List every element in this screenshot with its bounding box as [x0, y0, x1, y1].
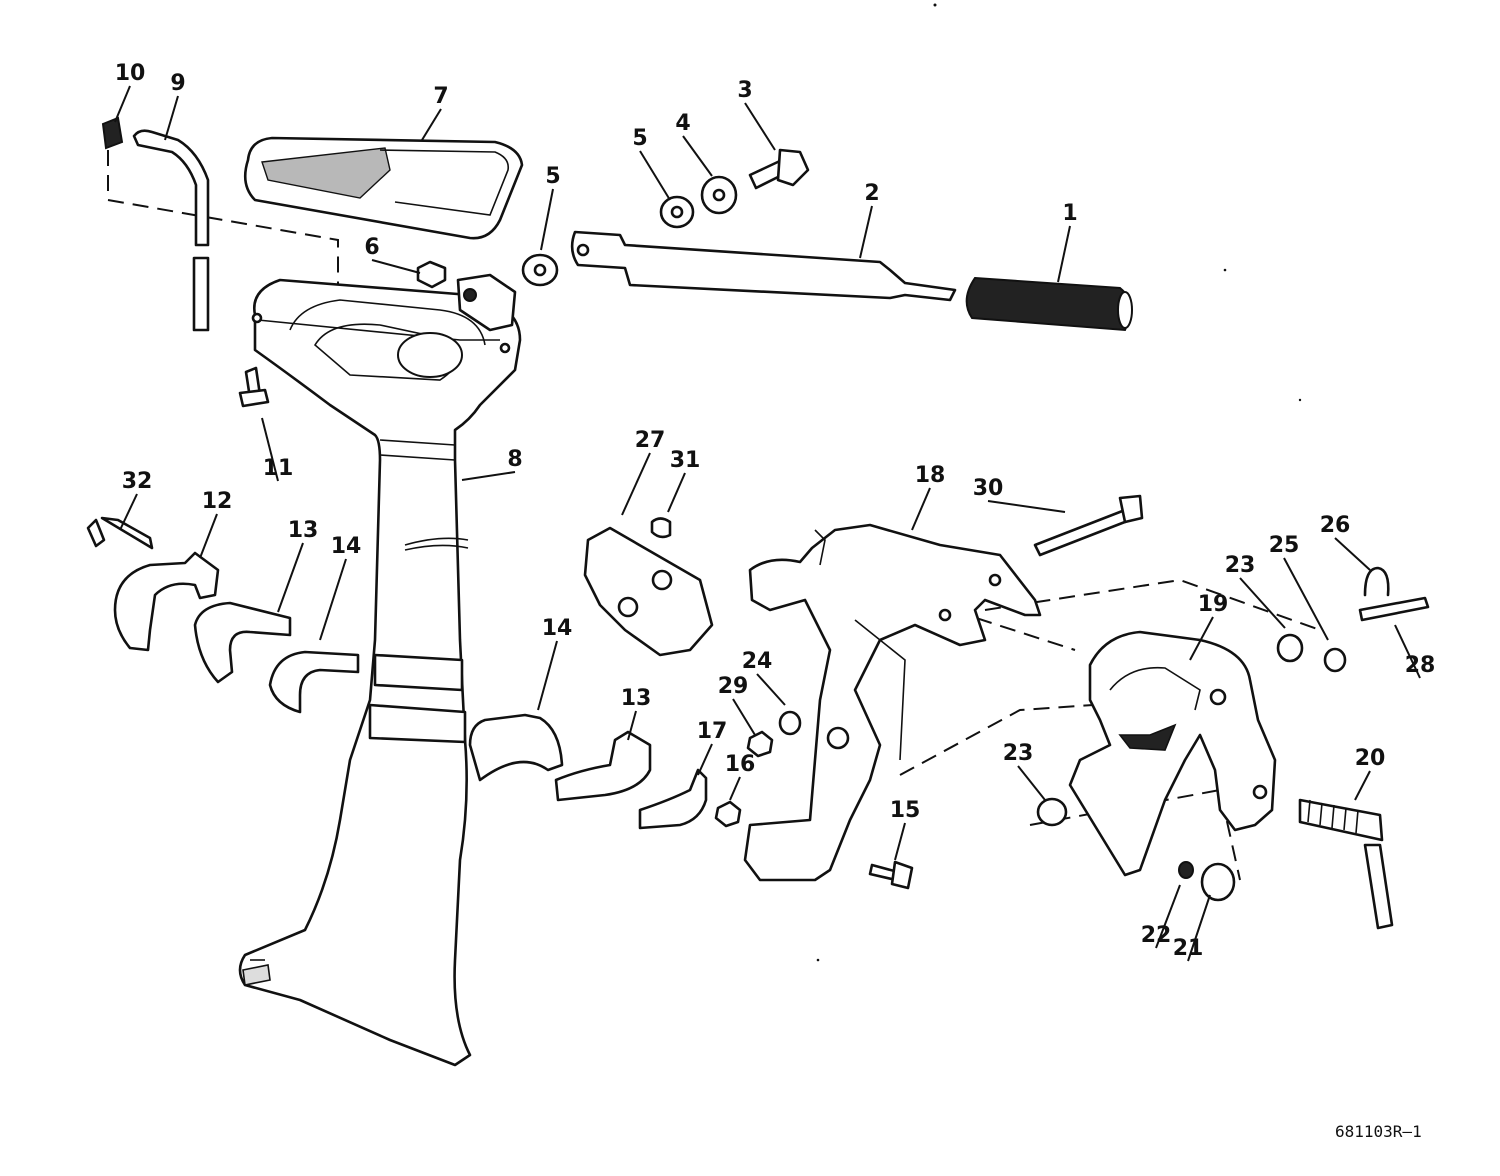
callout-5: 5: [632, 126, 647, 151]
callout-31: 31: [670, 448, 701, 473]
callout-7: 7: [433, 84, 448, 109]
callout-32: 32: [122, 469, 153, 494]
tube-and-fitting: [101, 116, 210, 332]
nut-6: [416, 260, 447, 289]
leader-16: [729, 776, 741, 801]
callout-23: 23: [1003, 741, 1034, 766]
tilt-pin-and-clip: [1358, 566, 1430, 622]
callout-14: 14: [542, 616, 573, 641]
stern-bracket: [743, 523, 1042, 882]
leader-1: [1057, 225, 1071, 283]
callout-15: 15: [890, 798, 921, 823]
callout-14: 14: [331, 534, 362, 559]
small-fasteners: [714, 710, 914, 890]
leader-4: [682, 135, 713, 177]
leader-17: [697, 743, 713, 776]
leader-29: [732, 698, 756, 736]
leader-7: [421, 108, 442, 141]
swivel-plate: [583, 517, 714, 657]
leader-23: [1017, 765, 1046, 801]
callout-19: 19: [1198, 592, 1229, 617]
leader-5: [540, 188, 554, 251]
left-clamps: [86, 516, 360, 714]
clamp-bracket: [1068, 630, 1277, 877]
leader-25: [1283, 557, 1329, 641]
callout-27: 27: [635, 428, 666, 453]
leader-11: [261, 417, 279, 482]
callout-labels: 1234556789101112131413141516171819202122…: [115, 61, 1436, 961]
callout-17: 17: [697, 719, 728, 744]
leader-22: [1155, 884, 1181, 949]
leader-23: [1239, 577, 1286, 629]
handle-grip: [965, 276, 1133, 332]
exhaust-housing: [238, 278, 522, 1067]
washers: [521, 175, 738, 287]
leader-13: [627, 710, 637, 741]
callout-3: 3: [737, 78, 752, 103]
callout-9: 9: [170, 71, 185, 96]
callout-10: 10: [115, 61, 146, 86]
leader-30: [987, 500, 1066, 513]
tiller-arm: [570, 230, 957, 302]
callout-2: 2: [864, 181, 879, 206]
callout-28: 28: [1405, 653, 1436, 678]
leader-9: [164, 95, 179, 141]
clamp-pads-and-washers: [1036, 633, 1347, 902]
gasket: [243, 136, 524, 240]
callout-23: 23: [1225, 553, 1256, 578]
leader-19: [1189, 616, 1214, 661]
callout-25: 25: [1269, 533, 1300, 558]
leader-14: [319, 558, 347, 641]
callout-13: 13: [621, 686, 652, 711]
callout-8: 8: [507, 447, 522, 472]
leader-13: [277, 542, 304, 613]
callout-26: 26: [1320, 513, 1351, 538]
leader-27: [621, 452, 651, 516]
leader-8: [461, 471, 516, 481]
callout-6: 6: [364, 235, 379, 260]
leader-10: [114, 85, 131, 123]
leader-24: [756, 673, 786, 706]
callout-18: 18: [915, 463, 946, 488]
leader-15: [894, 822, 906, 861]
throttle-bracket: [456, 273, 517, 332]
leader-3: [744, 102, 776, 151]
leader-6: [371, 259, 421, 274]
callout-24: 24: [742, 649, 773, 674]
callout-29: 29: [718, 674, 749, 699]
leader-12: [199, 513, 218, 559]
callout-5: 5: [545, 164, 560, 189]
callout-leaders: [114, 85, 1421, 962]
callout-1: 1: [1062, 201, 1077, 226]
leader-20: [1354, 770, 1371, 801]
through-bolt: [1033, 494, 1144, 557]
leader-18: [911, 487, 931, 531]
callout-30: 30: [973, 476, 1004, 501]
leader-14: [537, 640, 558, 711]
callout-13: 13: [288, 518, 319, 543]
callout-20: 20: [1355, 746, 1386, 771]
leader-26: [1334, 537, 1371, 571]
scan-specks: [816, 3, 1302, 962]
leader-21: [1187, 894, 1211, 962]
callout-21: 21: [1173, 936, 1204, 961]
callout-16: 16: [725, 752, 756, 777]
center-clamps: [468, 713, 708, 830]
drawing-number: 681103R–1: [1335, 1122, 1422, 1141]
bolt-3: [748, 148, 810, 190]
callout-12: 12: [202, 489, 233, 514]
clamp-screw: [1298, 798, 1394, 930]
callout-11: 11: [263, 456, 294, 481]
leader-31: [667, 472, 686, 513]
leader-32: [119, 493, 138, 531]
callout-22: 22: [1141, 923, 1172, 948]
callout-4: 4: [675, 111, 690, 136]
leader-28: [1394, 624, 1421, 679]
leader-5: [639, 150, 671, 201]
leader-2: [859, 205, 873, 259]
screw-11: [238, 366, 270, 408]
